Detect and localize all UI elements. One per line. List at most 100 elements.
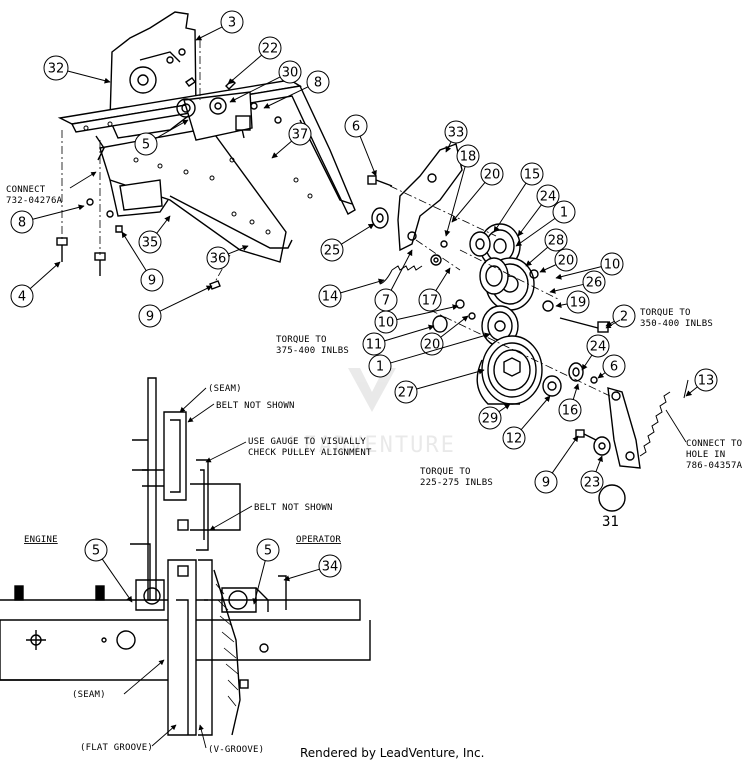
callout-number: 13 bbox=[698, 374, 715, 389]
callout-circle bbox=[418, 288, 442, 312]
callout-26: 26 bbox=[549, 270, 606, 294]
callout-leader bbox=[159, 285, 213, 312]
callout-number: 25 bbox=[324, 244, 341, 259]
callout-leader bbox=[597, 372, 606, 379]
part-31-label: 31 bbox=[602, 514, 619, 530]
callout-9: 9 bbox=[534, 435, 579, 494]
callout-leader bbox=[595, 455, 603, 472]
callout-circle bbox=[534, 470, 558, 494]
callout-number: 17 bbox=[422, 294, 439, 309]
callout-leader bbox=[32, 204, 85, 220]
callout-circle bbox=[694, 368, 718, 392]
callout-20: 20 bbox=[539, 248, 578, 273]
callout-19: 19 bbox=[555, 290, 590, 314]
callout-leader bbox=[341, 223, 375, 245]
callout-leader bbox=[283, 568, 320, 582]
callout-9: 9 bbox=[138, 285, 213, 328]
callout-number: 6 bbox=[610, 360, 618, 375]
callout-leader bbox=[539, 264, 557, 273]
callout-leader bbox=[517, 204, 542, 237]
callout-number: 4 bbox=[18, 290, 26, 305]
connect-note-right-part: 786-04357A bbox=[686, 461, 743, 471]
callout-number: 11 bbox=[366, 338, 383, 353]
callout-circle bbox=[84, 538, 108, 562]
callout-leader bbox=[340, 278, 385, 294]
callout-leader bbox=[416, 368, 485, 390]
footer-credit: Rendered by LeadVenture, Inc. bbox=[300, 746, 484, 760]
callout-leader bbox=[121, 231, 147, 271]
callout-circle bbox=[456, 144, 480, 168]
callout-25: 25 bbox=[320, 223, 375, 262]
callout-leader bbox=[498, 403, 511, 413]
callout-23: 23 bbox=[580, 455, 604, 494]
callout-leader bbox=[555, 302, 568, 308]
callout-leader bbox=[359, 136, 377, 177]
callout-leader bbox=[156, 215, 171, 234]
callout-circle bbox=[544, 228, 568, 252]
callout-leader bbox=[228, 245, 249, 255]
callout-circle bbox=[318, 554, 342, 578]
callout-number: 24 bbox=[540, 190, 557, 205]
callout-circle bbox=[10, 210, 34, 234]
callout-leader bbox=[520, 395, 551, 430]
callout-leader bbox=[155, 119, 189, 139]
connect-note-right: CONNECT TO bbox=[686, 439, 742, 449]
callout-circle bbox=[362, 332, 386, 356]
callout-leader bbox=[101, 558, 133, 603]
callout-leader bbox=[67, 70, 111, 84]
callout-15: 15 bbox=[493, 162, 544, 233]
callout-circle bbox=[306, 70, 330, 94]
callout-leader bbox=[493, 182, 527, 233]
callout-circle bbox=[318, 284, 342, 308]
callout-leader bbox=[271, 140, 292, 159]
callout-1: 1 bbox=[515, 200, 576, 247]
callout-circle bbox=[586, 334, 610, 358]
callout-circle bbox=[444, 120, 468, 144]
callout-leader bbox=[515, 217, 556, 247]
callout-leader bbox=[263, 86, 309, 109]
callout-number: 23 bbox=[584, 476, 601, 491]
callout-number: 20 bbox=[484, 168, 501, 183]
callout-leader bbox=[551, 435, 579, 474]
callout-37: 37 bbox=[271, 122, 312, 159]
callout-5: 5 bbox=[84, 538, 133, 603]
callout-circle bbox=[134, 132, 158, 156]
callout-4: 4 bbox=[10, 261, 61, 308]
callout-leader bbox=[581, 354, 593, 371]
callout-circle bbox=[552, 200, 576, 224]
callout-20: 20 bbox=[451, 162, 504, 223]
callout-9: 9 bbox=[121, 231, 164, 292]
callout-13: 13 bbox=[685, 368, 718, 397]
callout-12: 12 bbox=[502, 395, 551, 450]
callout-number: 5 bbox=[264, 544, 272, 559]
callout-number: 14 bbox=[322, 290, 339, 305]
callout-number: 10 bbox=[378, 316, 395, 331]
callout-circle bbox=[256, 538, 280, 562]
callout-leader bbox=[390, 249, 413, 291]
callout-leader bbox=[685, 386, 698, 397]
callout-circle bbox=[612, 304, 636, 328]
belt-not-shown-label-2: BELT NOT SHOWN bbox=[254, 503, 333, 513]
callout-number: 34 bbox=[322, 560, 339, 575]
callout-number: 10 bbox=[604, 258, 621, 273]
callout-leader bbox=[435, 267, 451, 291]
callout-number: 9 bbox=[146, 310, 154, 325]
side-detail-view bbox=[0, 377, 371, 736]
callout-circle bbox=[344, 114, 368, 138]
callout-number: 5 bbox=[142, 138, 150, 153]
callout-circle bbox=[138, 304, 162, 328]
callout-circle bbox=[480, 162, 504, 186]
callout-10: 10 bbox=[555, 252, 624, 280]
callout-16: 16 bbox=[558, 383, 582, 422]
callout-number: 22 bbox=[262, 42, 279, 57]
callout-7: 7 bbox=[374, 249, 413, 312]
callout-28: 28 bbox=[525, 228, 568, 267]
connect-note-left-part: 732-04276A bbox=[6, 196, 63, 206]
callout-33: 33 bbox=[444, 120, 468, 153]
callout-14: 14 bbox=[318, 278, 385, 308]
callout-leader bbox=[396, 304, 459, 321]
callout-10: 10 bbox=[374, 304, 459, 334]
callout-circle bbox=[520, 162, 544, 186]
callout-5: 5 bbox=[134, 119, 189, 156]
